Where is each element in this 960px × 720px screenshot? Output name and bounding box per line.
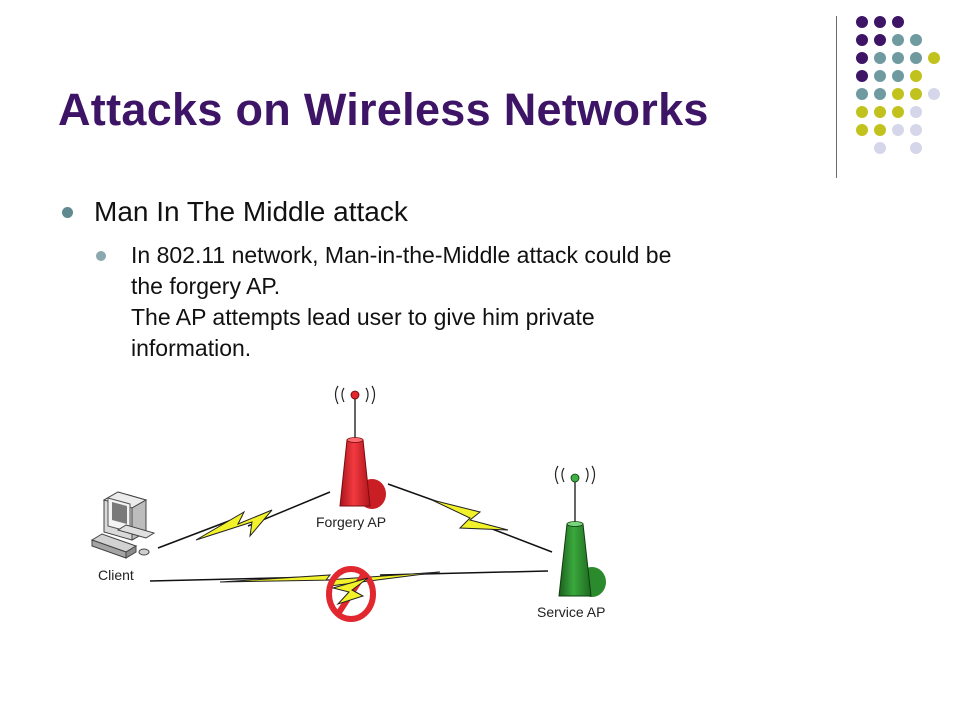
deco-dot xyxy=(910,124,922,136)
deco-dot xyxy=(856,106,868,118)
decorative-dot-grid xyxy=(856,16,940,154)
deco-dot xyxy=(856,16,868,28)
lightning-bolt-icon xyxy=(431,499,509,531)
deco-dot xyxy=(892,124,904,136)
deco-dot xyxy=(910,88,922,100)
forgery-ap-label: Forgery AP xyxy=(316,514,386,530)
sub-line: information. xyxy=(131,335,252,361)
deco-dot xyxy=(856,70,868,82)
deco-dot xyxy=(892,52,904,64)
sub-line: the forgery AP. xyxy=(131,273,281,299)
deco-dot xyxy=(874,34,886,46)
deco-dot xyxy=(856,124,868,136)
deco-dot xyxy=(910,34,922,46)
deco-dot xyxy=(892,106,904,118)
deco-dot xyxy=(874,106,886,118)
deco-dot xyxy=(874,16,886,28)
sub-line: In 802.11 network, Man-in-the-Middle att… xyxy=(131,242,672,268)
deco-dot xyxy=(874,70,886,82)
deco-dot xyxy=(874,52,886,64)
sub-line: The AP attempts lead user to give him pr… xyxy=(131,304,595,330)
bullet-dot xyxy=(62,207,73,218)
deco-dot xyxy=(928,52,940,64)
deco-dot xyxy=(928,88,940,100)
bullet-text: Man In The Middle attack xyxy=(94,196,408,227)
slide-title: Attacks on Wireless Networks xyxy=(58,84,709,135)
lightning-bolt-icon xyxy=(195,509,273,541)
link-forgery-service xyxy=(387,483,553,553)
deco-dot xyxy=(874,124,886,136)
deco-dot xyxy=(856,34,868,46)
client-label: Client xyxy=(98,567,134,583)
forgery-ap-icon xyxy=(334,385,386,509)
deco-dot xyxy=(910,70,922,82)
deco-dot xyxy=(856,52,868,64)
prohibited-icon xyxy=(326,566,376,622)
deco-dot xyxy=(856,88,868,100)
deco-dot xyxy=(874,88,886,100)
deco-dot xyxy=(910,52,922,64)
header-divider xyxy=(836,16,837,178)
deco-dot xyxy=(892,70,904,82)
service-ap-label: Service AP xyxy=(537,604,605,620)
deco-dot xyxy=(892,88,904,100)
sub-bullet-dot xyxy=(96,251,106,261)
deco-dot xyxy=(892,16,904,28)
link-client-forgery xyxy=(157,491,331,549)
client-computer-icon xyxy=(90,491,156,559)
deco-dot xyxy=(892,34,904,46)
service-ap-icon xyxy=(554,465,606,597)
deco-dot xyxy=(874,142,886,154)
deco-dot xyxy=(910,106,922,118)
deco-dot xyxy=(910,142,922,154)
